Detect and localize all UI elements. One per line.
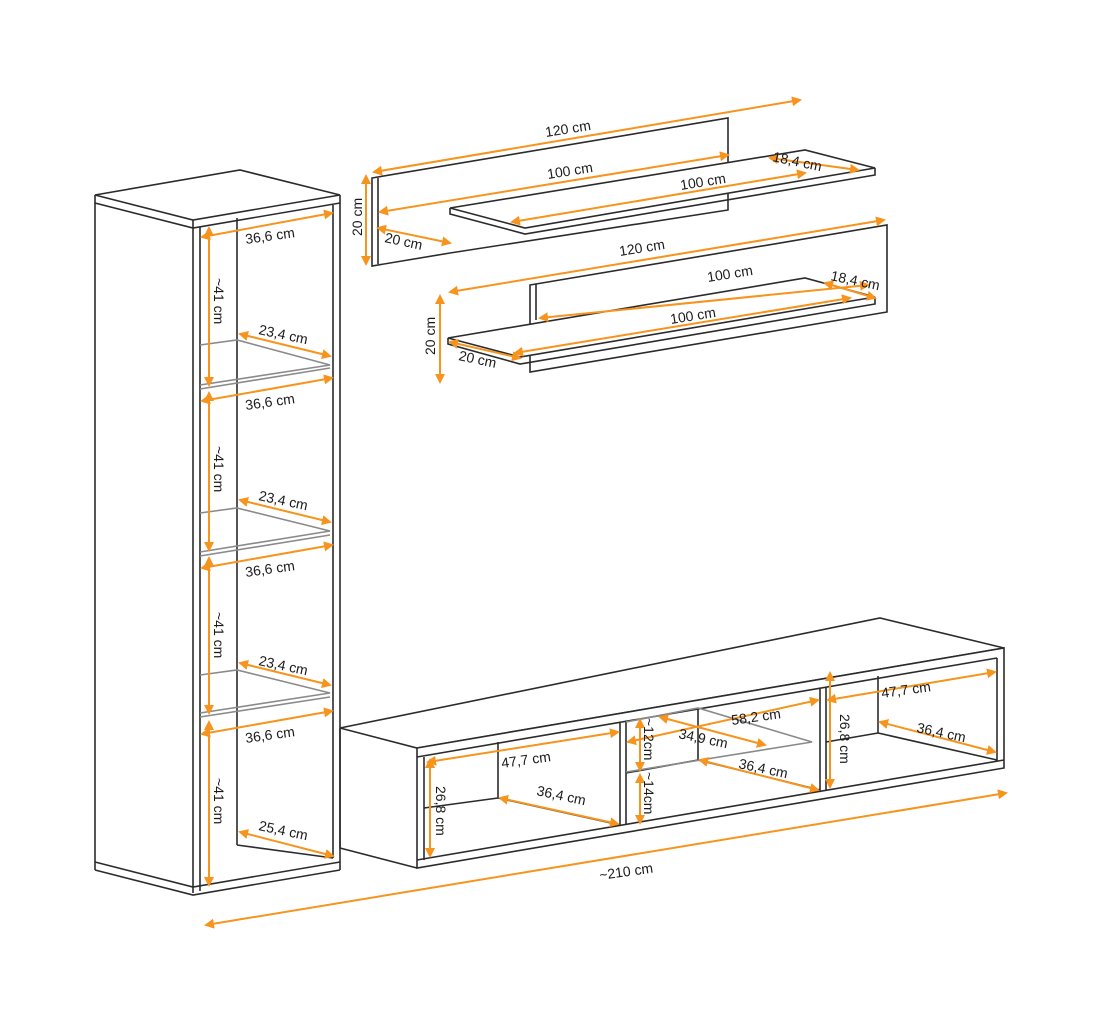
- lowboard-left-width-label: 47,7 cm: [500, 748, 552, 771]
- lowboard-mid-width-label: 58,2 cm: [730, 705, 782, 728]
- lower-panel-width-label: 120 cm: [618, 236, 666, 259]
- upper-side-label: 20 cm: [383, 229, 424, 253]
- cabinet-width-label: 36,6 cm: [244, 390, 296, 413]
- cabinet-height-label: ~41 cm: [211, 778, 227, 824]
- cabinet-width-label: 36,6 cm: [244, 723, 296, 746]
- upper-panel-width-label: 120 cm: [544, 117, 592, 140]
- cabinet-height-label: ~41 cm: [211, 278, 227, 324]
- cabinet-width-label: 36,6 cm: [244, 224, 296, 247]
- lower-wall-shelf: [447, 224, 888, 373]
- lowboard-right-height-label: 26,8 cm: [837, 714, 853, 764]
- lower-side-label: 20 cm: [457, 347, 498, 371]
- glass-shelf-depth-label: 23,4 cm: [257, 321, 309, 347]
- lower-panel-inner-label: 100 cm: [706, 262, 754, 285]
- lowboard-mid-bottom-height-label: ~14cm: [641, 772, 657, 814]
- cabinet-width-label: 36,6 cm: [244, 557, 296, 580]
- lower-board-width-label: 100 cm: [669, 304, 717, 327]
- dimension-lines: [200, 96, 1008, 929]
- lower-height-label: 20 cm: [422, 317, 438, 355]
- lowboard-mid-top-height-label: ~12cm: [641, 718, 657, 760]
- glass-shelf-depth-label: 23,4 cm: [257, 487, 309, 513]
- cabinet-height-label: ~41 cm: [211, 612, 227, 658]
- cabinet-height-label: ~41 cm: [211, 446, 227, 492]
- upper-height-label: 20 cm: [349, 198, 365, 236]
- lowboard-left-height-label: 26,8 cm: [433, 786, 449, 836]
- upper-panel-inner-label: 100 cm: [546, 159, 594, 182]
- lowboard-right-width-label: 47,7 cm: [880, 678, 932, 701]
- upper-board-width-label: 100 cm: [679, 170, 727, 193]
- total-width-label: ~210 cm: [598, 860, 654, 883]
